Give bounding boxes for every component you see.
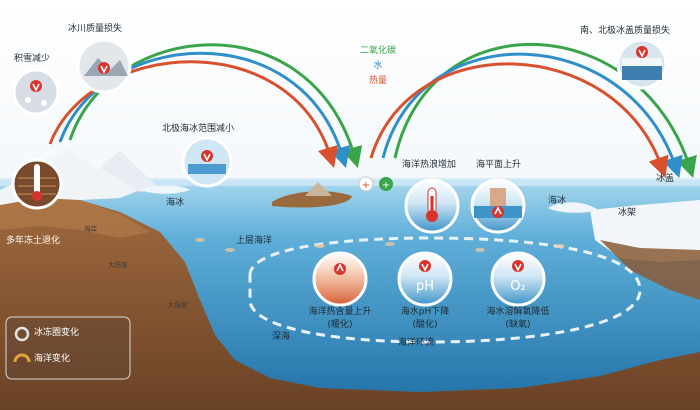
label-continental-slope: 大陆坡 bbox=[168, 301, 188, 309]
legend-ring-icon bbox=[14, 326, 30, 342]
label-polar-ice-sheets: 南、北极冰盖质量损失 bbox=[580, 26, 671, 36]
legend-label-ocean: 海洋变化 bbox=[34, 354, 71, 364]
label-snow-cover: 积雪减少 bbox=[14, 54, 51, 64]
exchange-arcs bbox=[48, 43, 697, 179]
iceberg-left bbox=[140, 185, 190, 194]
legend-arc-icon bbox=[13, 353, 31, 363]
right-landmass bbox=[600, 240, 700, 300]
label-sea-ice-right: 海冰 bbox=[548, 196, 567, 206]
legend-box bbox=[5, 316, 131, 380]
ph-icon bbox=[397, 251, 453, 307]
ph-symbol: pH bbox=[415, 279, 435, 294]
arc-right-blue bbox=[381, 52, 683, 178]
label-ph-drop: 海水pH下降 bbox=[400, 307, 450, 317]
label-heatwave: 海洋热浪增加 bbox=[402, 160, 457, 170]
plus-icon-right bbox=[379, 177, 393, 191]
seabed bbox=[0, 196, 700, 410]
label-ice-sheet: 冰盖 bbox=[656, 174, 675, 184]
legend-label-cryosphere: 冰冻圈变化 bbox=[34, 328, 80, 338]
arc-right-red bbox=[369, 62, 669, 178]
sea-level-icon bbox=[470, 178, 526, 234]
heatwave-icon bbox=[404, 178, 460, 234]
label-deep-ocean: 深海 bbox=[272, 332, 291, 342]
circulation-loop bbox=[248, 236, 642, 344]
glacier-icon bbox=[76, 38, 132, 94]
label-oxygen-drop: 海水溶解氧降低 bbox=[486, 307, 550, 317]
svg-text:+: + bbox=[362, 180, 370, 191]
label-ph-drop-note: (酸化) bbox=[412, 320, 438, 330]
island-mountain bbox=[305, 182, 332, 196]
label-heat-content-note: (暖化) bbox=[327, 320, 353, 330]
arc-left-blue bbox=[58, 51, 351, 169]
island bbox=[272, 191, 352, 208]
label-sea-ice-left: 海冰 bbox=[166, 198, 185, 208]
label-arctic-sea-ice: 北极海冰范围减小 bbox=[162, 124, 235, 134]
svg-text:+: + bbox=[382, 180, 390, 191]
label-oxygen-drop-note: (缺氧) bbox=[505, 320, 531, 330]
snow-cover-icon bbox=[12, 68, 60, 116]
label-sea-level: 海平面上升 bbox=[476, 160, 522, 170]
label-ice-shelf: 冰架 bbox=[618, 208, 637, 218]
polar-ice-sheets-icon bbox=[616, 38, 668, 90]
arctic-sea-ice-icon bbox=[181, 136, 233, 188]
heat-content-icon bbox=[312, 251, 368, 307]
arc-left-green bbox=[68, 43, 363, 169]
label-heat-content: 海洋热含量上升 bbox=[308, 307, 372, 317]
fish-dots bbox=[195, 238, 565, 252]
label-ocean-circulation: 海洋环流 bbox=[398, 338, 435, 348]
arc-right-green bbox=[393, 43, 697, 179]
o2-symbol: O₂ bbox=[510, 279, 526, 294]
label-continental-shelf: 大陆架 bbox=[108, 261, 128, 269]
arc-left-red bbox=[48, 60, 338, 169]
label-permafrost: 多年冻土退化 bbox=[6, 236, 61, 246]
label-glacier-mass: 冰川质量损失 bbox=[68, 24, 123, 34]
label-coast: 海岸 bbox=[84, 225, 97, 233]
label-ghg-co2: 二氧化碳 bbox=[359, 46, 396, 56]
left-mountain bbox=[100, 150, 160, 192]
permafrost-icon bbox=[11, 158, 63, 210]
oxygen-icon bbox=[490, 251, 546, 307]
label-ghg-heat: 热量 bbox=[368, 76, 387, 86]
plus-icon-left bbox=[358, 176, 374, 192]
label-upper-ocean: 上层海洋 bbox=[236, 236, 273, 246]
label-ghg-water: 水 bbox=[373, 61, 383, 71]
iceberg-right bbox=[548, 202, 598, 213]
ocean-surface bbox=[0, 178, 700, 186]
